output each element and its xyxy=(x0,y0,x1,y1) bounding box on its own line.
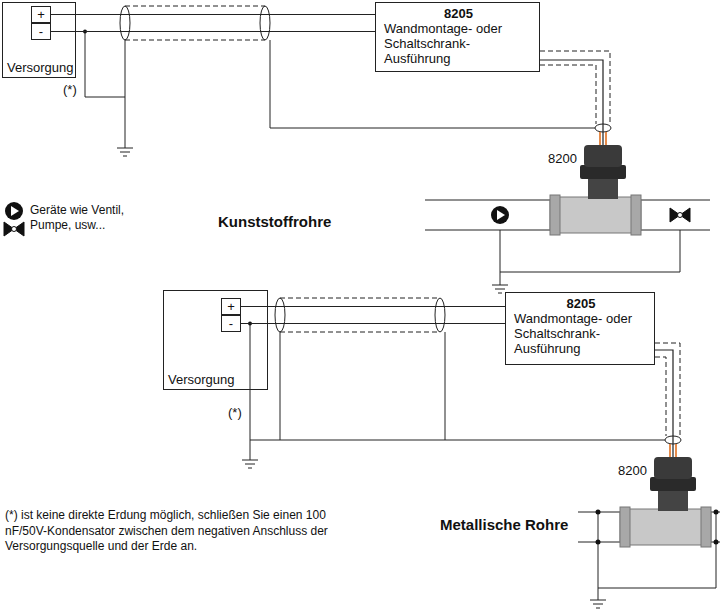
device-number: 8205 xyxy=(384,6,533,21)
controller-box: 8205Wandmontage- oder Schaltschrank-Ausf… xyxy=(375,2,540,72)
legend-text: Geräte wie Ventil, Pumpe, usw... xyxy=(30,203,148,233)
footnote-text: (*) ist keine direkte Erdung möglich, sc… xyxy=(5,508,345,555)
cable-wire xyxy=(241,306,505,307)
cable-wire xyxy=(655,350,673,457)
controller-box: 8205Wandmontage- oder Schaltschrank-Ausf… xyxy=(505,292,655,365)
cable-wire xyxy=(241,323,505,324)
terminal-box: - xyxy=(31,23,51,40)
supply-label: Versorgung xyxy=(168,372,235,387)
terminal-box: - xyxy=(221,315,241,332)
sensor-label: 8200 xyxy=(618,463,647,478)
footnote-mark: (*) xyxy=(63,82,77,98)
terminal-sign: - xyxy=(32,24,50,39)
supply-label: Versorgung xyxy=(7,60,74,75)
terminal-sign: + xyxy=(32,7,50,22)
device-description: Wandmontage- oder Schaltschrank-Ausführu… xyxy=(514,311,648,356)
device-number: 8205 xyxy=(514,296,648,311)
sensor-node: 8200 xyxy=(548,145,643,245)
device-description: Wandmontage- oder Schaltschrank-Ausführu… xyxy=(384,21,533,66)
sensor-node: 8200 xyxy=(618,457,713,557)
sensor-label: 8200 xyxy=(548,151,577,166)
terminal-sign: + xyxy=(222,299,240,314)
cable-wire xyxy=(51,14,375,15)
terminal-sign: - xyxy=(222,316,240,331)
supply-box: Versorgung + - xyxy=(2,2,76,78)
section-title: Kunststoffrohre xyxy=(218,213,331,232)
cable-wire xyxy=(540,60,603,145)
section-title: Metallische Rohre xyxy=(440,516,568,535)
terminal-box: + xyxy=(221,298,241,315)
supply-box: Versorgung + - xyxy=(163,290,268,390)
legend-symbol xyxy=(3,201,25,239)
terminal-box: + xyxy=(31,6,51,23)
cable-wire xyxy=(51,31,375,32)
footnote-mark: (*) xyxy=(228,405,242,421)
